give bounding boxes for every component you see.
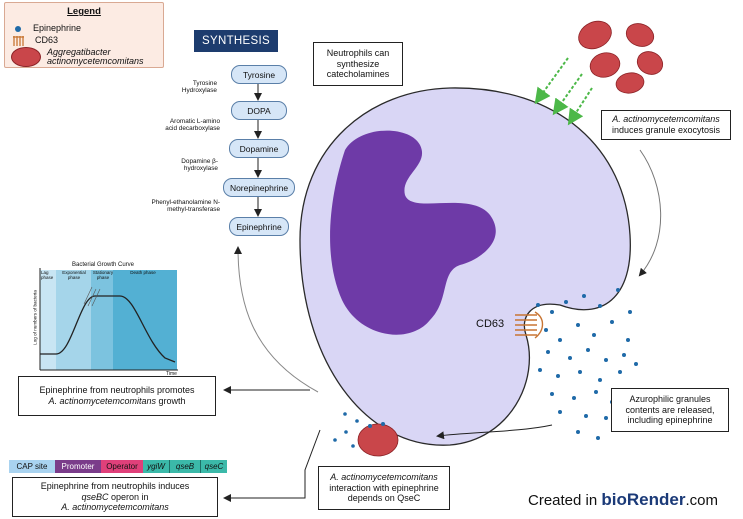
- callout-growth-line2: A. actinomycetemcomitans growth: [48, 396, 185, 407]
- legend-box: Legend Epinephrine CD63 Aggregatibacter …: [4, 2, 164, 68]
- bacterium-icon: [11, 47, 41, 67]
- exocytosis-arrows: [534, 57, 593, 126]
- synthesis-title: SYNTHESIS: [194, 30, 278, 52]
- legend-label-cd63: CD63: [35, 35, 59, 46]
- step-epinephrine: Epinephrine: [229, 217, 289, 236]
- callout-neutrophils-synthesize: Neutrophils can synthesize catecholamine…: [313, 42, 403, 86]
- cd63-label: CD63: [476, 318, 505, 330]
- callout-growth-species: A. actinomycetemcomitans: [48, 396, 157, 406]
- credit-suffix: .com: [685, 492, 718, 509]
- callout-growth-line1: Epinephrine from neutrophils promotes: [39, 385, 195, 396]
- phase-lag: Lag phase: [41, 270, 54, 280]
- callout-granule-exocytosis: A. actinomycetemcomitans induces granule…: [601, 110, 731, 140]
- neutrophil-nucleus: [330, 130, 496, 335]
- bacterium-interaction: [333, 412, 399, 457]
- growth-curve-xlabel: Time: [166, 371, 177, 377]
- operon-promoter: Promoter: [55, 460, 101, 473]
- step-dopa: DOPA: [231, 101, 287, 120]
- legend-item-epinephrine: Epinephrine: [11, 23, 82, 33]
- callout-operon-line1: Epinephrine from neutrophils induces: [40, 480, 190, 491]
- callout-azurophilic-granules: Azurophilic granules contents are releas…: [611, 388, 729, 432]
- blue-dot-icon: [15, 25, 21, 32]
- legend-item-bacterium: Aggregatibacter actinomycetemcomitans: [11, 47, 162, 67]
- callout-operon-induction: Epinephrine from neutrophils induces qse…: [12, 477, 218, 517]
- callout-operon-gene: qseBC: [81, 491, 109, 502]
- legend-label-bacterium: Aggregatibacter actinomycetemcomitans: [47, 46, 144, 66]
- growth-curve-title: Bacterial Growth Curve: [72, 262, 135, 268]
- callout-operon-mid: operon in: [108, 491, 149, 502]
- growth-curve-ylabel: Log of numbers of bacteria: [32, 290, 38, 345]
- callout-qsec-interaction: A. actinomycetemcomitans interaction wit…: [318, 466, 450, 510]
- operon-qsec: qseC: [201, 460, 227, 473]
- biorender-credit: Created in bioRender.com: [528, 490, 718, 510]
- callout-exocytosis-text: induces granule exocytosis: [611, 125, 721, 135]
- callout-operon-line2: qseBC operon in: [81, 492, 148, 503]
- flow-arrows: [223, 149, 662, 502]
- callout-qsec-text: interaction with epinephrine depends on …: [329, 482, 439, 504]
- legend-item-cd63: CD63: [11, 35, 58, 47]
- phase-exponential: Exponential phase: [62, 270, 86, 280]
- credit-brand: bioRender: [601, 490, 686, 509]
- enzyme-tyrosine-hydroxylase: Tyrosine Hydroxylase: [181, 80, 217, 95]
- callout-growth-rest: growth: [156, 396, 186, 406]
- phase-stationary: Stationary phase: [92, 270, 114, 280]
- cd63-receptor-icon: [515, 311, 544, 339]
- step-norepinephrine: Norepinephrine: [223, 178, 295, 197]
- callout-growth-promotion: Epinephrine from neutrophils promotes A.…: [18, 376, 216, 416]
- enzyme-pnmt: Phenyl-ethanolamine N-methyl-transferase: [151, 199, 220, 214]
- qsebc-operon-bar: CAP site Promoter Operator ygiW qseB qse…: [9, 460, 227, 473]
- callout-azurophilic-text: Azurophilic granules contents are releas…: [625, 393, 715, 426]
- growth-curve-chart: [39, 268, 178, 371]
- operon-cap-site: CAP site: [9, 460, 55, 473]
- step-dopamine: Dopamine: [229, 139, 289, 158]
- phase-death: Death phase: [130, 270, 156, 275]
- operon-qseb: qseB: [170, 460, 201, 473]
- legend-title: Legend: [67, 6, 101, 17]
- operon-operator: Operator: [101, 460, 143, 473]
- callout-neutrophils-text: Neutrophils can synthesize catecholamine…: [326, 47, 390, 80]
- operon-ygiw: ygiW: [143, 460, 170, 473]
- enzyme-dbh: Dopamine β-hydroxylase: [181, 158, 218, 173]
- receptor-icon: [13, 36, 24, 46]
- callout-operon-species: A. actinomycetemcomitans: [61, 502, 169, 513]
- callout-qsec-species: A. actinomycetemcomitans: [330, 471, 438, 482]
- enzyme-aadc: Aromatic L-amino acid decarboxylase: [165, 118, 220, 133]
- legend-label-epinephrine: Epinephrine: [33, 23, 82, 33]
- bacteria-cluster: [578, 20, 664, 94]
- step-tyrosine: Tyrosine: [231, 65, 287, 84]
- callout-exocytosis-species: A. actinomycetemcomitans: [612, 114, 720, 125]
- credit-prefix: Created in: [528, 492, 602, 509]
